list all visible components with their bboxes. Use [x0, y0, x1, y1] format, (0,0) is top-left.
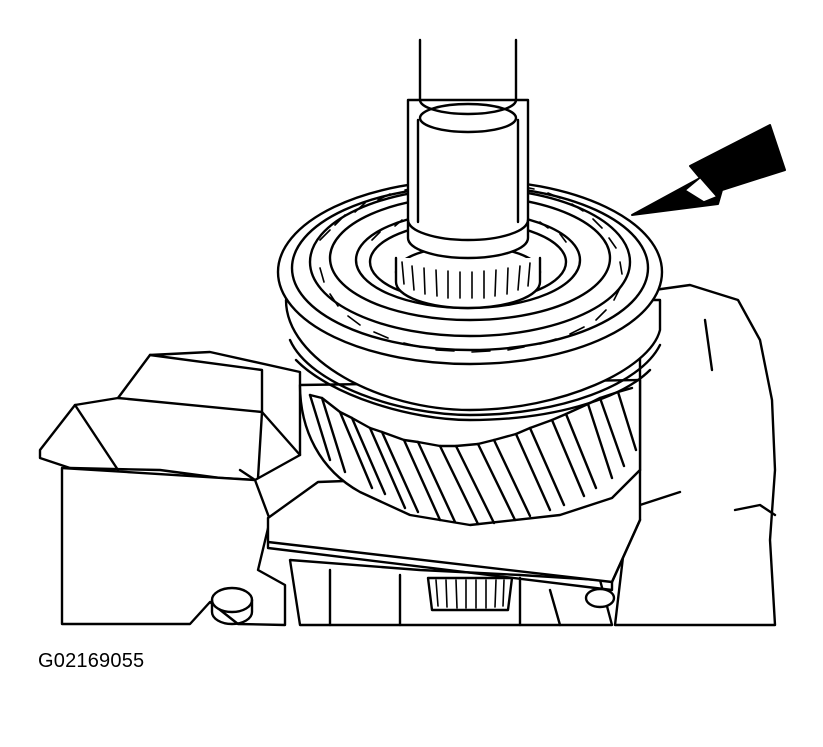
transmission-housing [38, 283, 777, 627]
shaft-with-bearing [394, 38, 542, 310]
pointer-arrow [631, 124, 786, 216]
figure-code-label: G02169055 [38, 650, 145, 672]
helical-gear [298, 378, 642, 527]
